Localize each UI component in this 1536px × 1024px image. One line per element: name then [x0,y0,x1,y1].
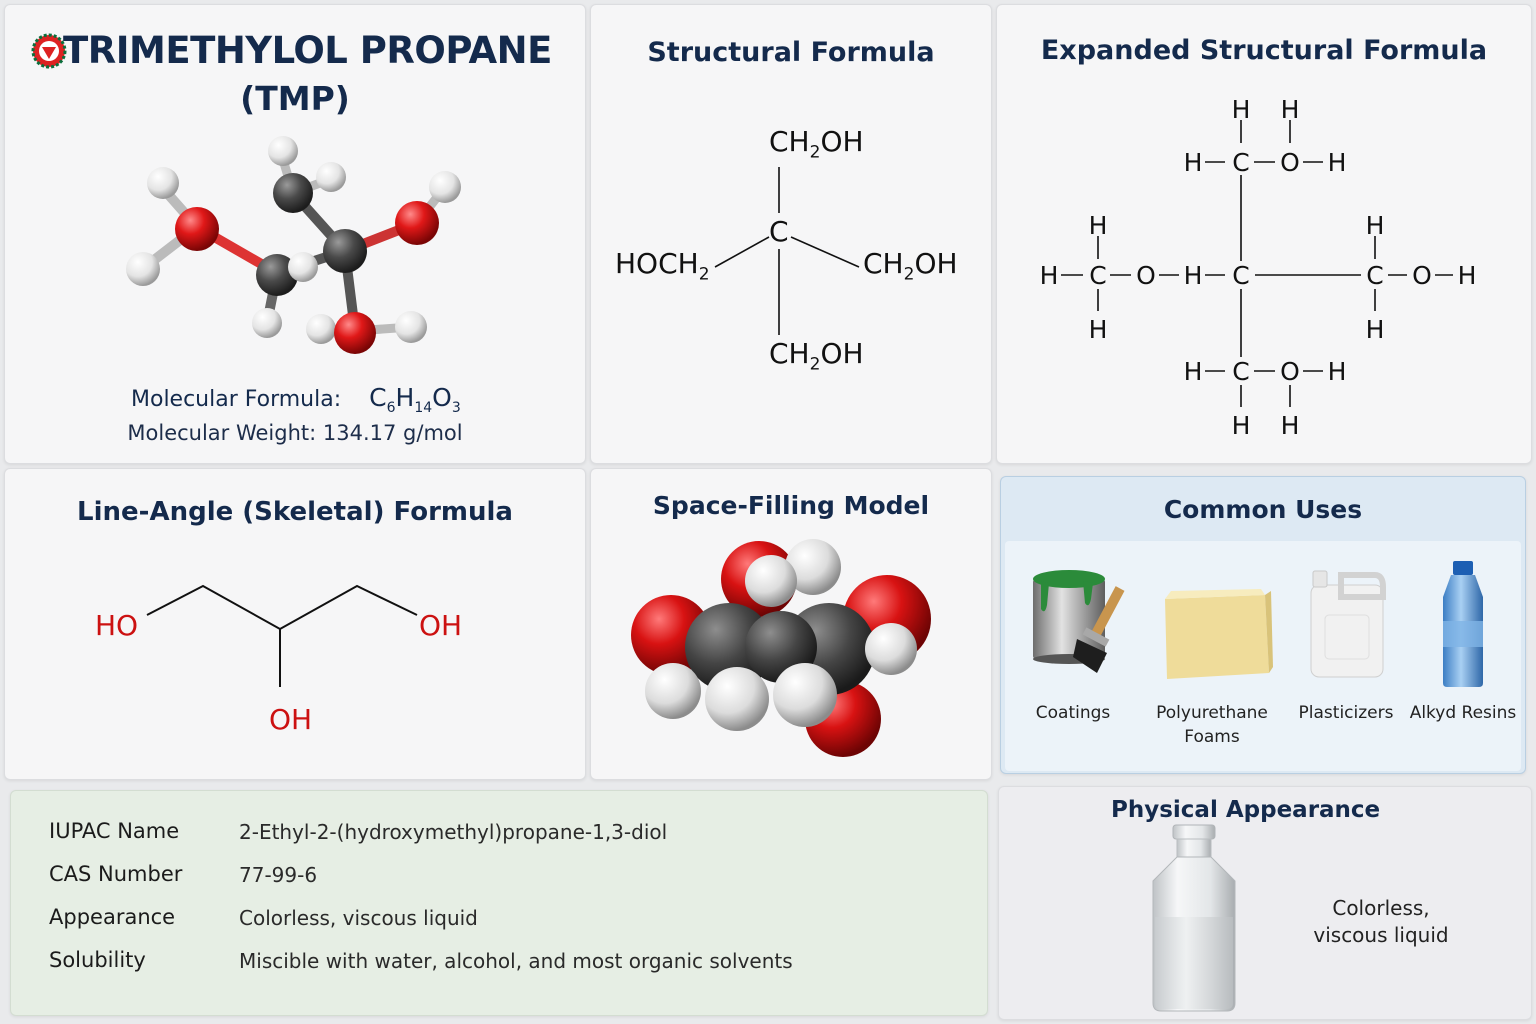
atom-c: C [1232,357,1249,386]
common-uses-title: Common Uses [1163,495,1363,524]
atom-c: C [1366,261,1383,290]
space-filling-panel: Space-Filling Model [590,468,992,780]
bottom-ch: CH [769,337,810,370]
cas-value: 77-99-6 [239,863,318,887]
cas-label: CAS Number [49,862,183,886]
jerrycan-icon [1310,570,1386,678]
bottom-sub: 2 [809,354,821,375]
top-ch: CH [769,125,810,158]
structural-top-group: CH2OH [769,125,864,163]
bottle-icon [1443,561,1483,687]
use-label-alkyd: Alkyd Resins [1409,703,1517,723]
atom-h: H [1281,95,1300,124]
structural-formula-panel: Structural Formula CH2OH C HOCH2 CH2OH C… [590,4,992,464]
atom-h: H [1328,148,1347,177]
appearance-line2: viscous liquid [1313,923,1449,947]
properties-panel: IUPAC Name 2-Ethyl-2-(hydroxymethyl)prop… [10,790,988,1016]
structural-formula-title: Structural Formula [647,37,935,68]
skeletal-formula-title: Line-Angle (Skeletal) Formula [77,497,513,527]
atom-h: H [1458,261,1477,290]
skeletal-formula-panel: Line-Angle (Skeletal) Formula HO OH OH [4,468,586,780]
physical-appearance-panel: Physical Appearance Colorless, viscous l… [998,786,1532,1020]
formula-c: C [369,383,387,412]
atom-h: H [1232,95,1251,124]
bottom-oh: OH [820,337,864,370]
atom-h: H [1089,315,1108,344]
atom-c: C [1089,261,1106,290]
ball-and-stick-model [126,136,461,354]
atom-o: O [1280,357,1300,386]
molecular-weight: Molecular Weight: 134.17 g/mol [127,421,463,445]
polyurethane-line1: Polyurethane [1156,703,1268,723]
formula-h: H [395,383,415,412]
atom-o: O [1280,148,1300,177]
atom-o: O [1412,261,1432,290]
atom-o: O [1136,261,1156,290]
atom-h: H [1184,357,1203,386]
left-sub: 2 [698,264,710,285]
appearance-label: Appearance [49,905,176,929]
atom-h: H [1232,411,1251,440]
solubility-label: Solubility [49,948,146,972]
atom-h: H [1040,261,1059,290]
left-hoch: HOCH [615,247,699,280]
formula-o-sub: 3 [451,400,461,416]
skeletal-left-ho: HO [95,609,139,642]
use-label-polyurethane: Polyurethane Foams [1147,701,1277,749]
appearance-value: Colorless, viscous liquid [239,906,478,930]
page-subtitle: (TMP) [240,79,350,118]
atom-h: H [1184,148,1203,177]
polyurethane-line2: Foams [1184,727,1240,747]
atom-c: C [1232,261,1249,290]
right-ch: CH [863,247,904,280]
atom-h: H [1328,357,1347,386]
structural-right-group: CH2OH [863,247,958,285]
space-filling-title: Space-Filling Model [652,491,930,520]
molecular-formula: Molecular Formula: C6H14O3 [131,383,461,416]
atom-c: C [1232,148,1249,177]
atom-h: H [1281,411,1300,440]
skeletal-formula-diagram [146,584,418,687]
expanded-formula-title: Expanded Structural Formula [1040,35,1488,66]
space-filling-model [631,539,931,757]
iupac-label: IUPAC Name [49,819,180,843]
top-oh: OH [820,125,864,158]
appearance-text: Colorless, viscous liquid [1299,895,1463,949]
skeletal-bottom-oh: OH [269,703,313,736]
brand-logo-icon [31,33,67,69]
tmp-overview-panel: TRIMETHYLOL PROPANE (TMP) [4,4,586,464]
atom-h: H [1366,211,1385,240]
structural-formula-diagram [714,167,860,335]
structural-bottom-group: CH2OH [769,337,864,375]
paint-can-icon [1033,570,1125,673]
skeletal-right-oh: OH [419,609,463,642]
atom-h: H [1184,261,1203,290]
atom-h: H [1089,211,1108,240]
common-uses-panel: Common Uses Coatings Polyurethane Foams … [1000,476,1526,774]
iupac-value: 2-Ethyl-2-(hydroxymethyl)propane-1,3-dio… [239,820,668,844]
solubility-value: Miscible with water, alcohol, and most o… [239,949,793,973]
formula-label: Molecular Formula: [131,387,342,412]
glass-bottle-icon [1152,824,1236,1012]
formula-h-sub: 14 [414,400,433,416]
atom-h: H [1366,315,1385,344]
appearance-line1: Colorless, [1332,896,1430,920]
physical-appearance-title: Physical Appearance [1111,797,1381,823]
structural-center-atom: C [769,215,789,248]
use-label-plasticizers: Plasticizers [1298,703,1394,723]
use-label-coatings: Coatings [1035,703,1111,723]
structural-left-group: HOCH2 [615,247,710,285]
top-sub: 2 [809,142,821,163]
right-sub: 2 [903,264,915,285]
right-oh: OH [914,247,958,280]
page-title: TRIMETHYLOL PROPANE [63,29,552,72]
foam-block-icon [1165,589,1273,679]
formula-c-sub: 6 [386,400,396,416]
formula-o: O [432,383,452,412]
